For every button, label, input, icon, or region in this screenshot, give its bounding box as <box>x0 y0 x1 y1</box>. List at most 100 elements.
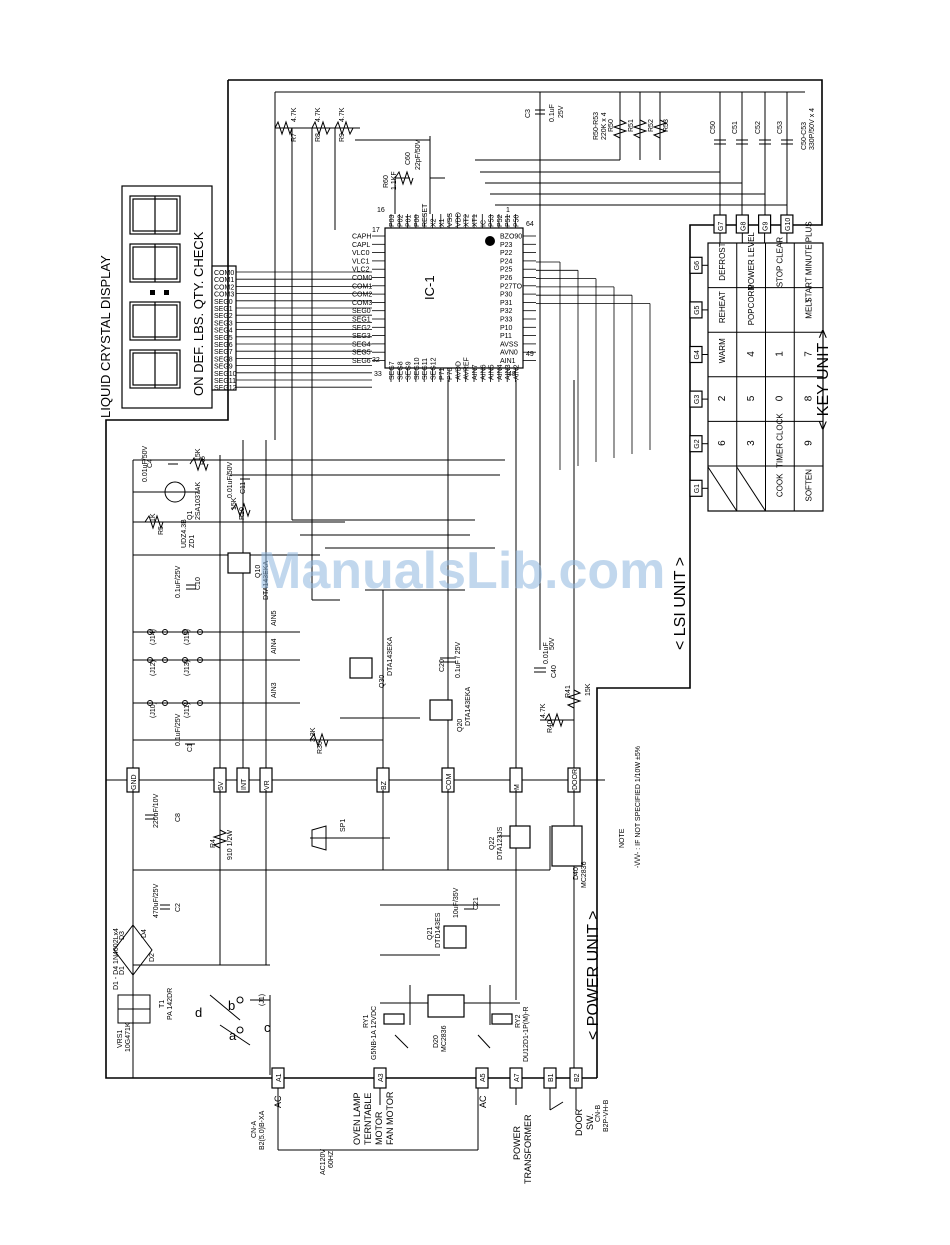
key-start-minute-plus[interactable]: START MINUTE PLUS <box>804 221 813 302</box>
ry1-value: G5NB-1A 12VDC <box>371 1006 378 1060</box>
q1-symbol <box>164 481 186 503</box>
bus-label: VR <box>264 780 271 790</box>
q21-symbol <box>443 925 467 949</box>
r6-value: 15K <box>195 448 202 461</box>
watermark: ManualsLib.com <box>258 542 665 600</box>
ic-bottom-pin: SEG11 <box>422 358 429 380</box>
key-9[interactable]: 9 <box>803 440 814 446</box>
ry2-coil <box>491 1013 513 1025</box>
key-5[interactable]: 5 <box>746 395 757 401</box>
sw-label: SW. <box>585 1113 595 1130</box>
ic-top-pin: RESET <box>422 203 429 227</box>
row-tap-label: G4 <box>694 350 701 359</box>
ic-left-pin: SEG6 <box>352 358 371 365</box>
ic-top-pin: VSS <box>447 213 454 227</box>
key-melt[interactable]: MELT <box>804 298 813 319</box>
switch-c-label: c <box>264 1020 271 1035</box>
key-power-level[interactable]: POWER LEVEL <box>747 232 756 290</box>
ic-top-pin: P51 <box>505 214 512 227</box>
ic-top-pin: IC <box>480 220 487 227</box>
key-soften[interactable]: SOFTEN <box>804 469 813 502</box>
bus-label: GND <box>131 774 138 790</box>
c40-label: C40 <box>551 665 558 678</box>
q30-label: Q30 <box>379 675 386 688</box>
vrs1-label: VRS1 <box>117 1030 124 1048</box>
bus-pin-int <box>236 767 250 793</box>
ic-left-pin: SEG4 <box>352 341 371 348</box>
key-2[interactable]: 2 <box>717 395 728 401</box>
bus-label: M <box>514 784 521 790</box>
ic-top-pin: P00 <box>414 214 421 227</box>
key-stop-clear[interactable]: STOP CLEAR <box>776 237 785 288</box>
q20-symbol <box>429 699 453 721</box>
lcd-frame <box>121 185 213 409</box>
key-defrost[interactable]: DEFROST <box>718 242 727 280</box>
ic-pin-1: 1 <box>506 207 510 214</box>
lcd-pin-seg7: SEG7 <box>214 349 233 356</box>
ic-top-pin: P01 <box>406 214 413 227</box>
ic-left-pin: SEG0 <box>352 308 371 315</box>
cna-value: B2(5.0)B-XA <box>259 1110 266 1150</box>
c3-value: 0.1uF <box>549 104 556 122</box>
note-text: -\/\/\/- : IF NOT SPECIFIED 1/10W ±5% <box>635 746 642 868</box>
ic-left-pin: CAPL <box>352 242 370 249</box>
ic-label: IC-1 <box>422 275 437 300</box>
b2-pin-label: B2 <box>574 1073 581 1082</box>
key-popcorn[interactable]: POPCORN <box>747 285 756 326</box>
q10-symbol <box>227 552 251 574</box>
key-warm[interactable]: WARM <box>718 338 727 363</box>
key-0[interactable]: 0 <box>775 395 786 401</box>
q1-label: Q1 <box>187 511 194 520</box>
ic-right-pin: AVN0 <box>500 350 518 357</box>
lcd-pin-com1: COM1 <box>214 277 234 284</box>
col-tap-label: G7 <box>718 222 725 231</box>
c4-label: C4 <box>147 459 154 468</box>
key-8[interactable]: 8 <box>803 395 814 401</box>
d2-label: D2 <box>149 953 156 962</box>
j15-label: (J15) <box>184 629 191 645</box>
key-1[interactable]: 1 <box>775 351 786 357</box>
ic-top-pin: X2 <box>431 218 438 227</box>
ic-pin-33: 33 <box>374 371 382 378</box>
r9-value: 4.7K <box>339 107 346 122</box>
sp1-label: SP1 <box>340 819 347 832</box>
power-label: POWER <box>512 1125 522 1160</box>
q21-value: DTD143ES <box>435 912 442 948</box>
c4-value: 0.01uF/50V <box>142 445 149 482</box>
ic-left-pin: SEG2 <box>352 325 371 332</box>
r60-label: R60 <box>383 175 390 188</box>
key-7[interactable]: 7 <box>803 351 814 357</box>
t1-value: PA 142DR <box>167 988 174 1020</box>
note-title: NOTE <box>619 828 626 848</box>
ain4-label: AIN4 <box>271 638 278 654</box>
ic-right-pin: AIN1 <box>500 358 516 365</box>
ic-left-pin: CAPH <box>352 234 371 241</box>
r5-label: R5 <box>158 526 165 535</box>
ic-bottom-pin: SEG9 <box>406 361 413 380</box>
d20-symbol <box>427 994 465 1018</box>
c3-label: C3 <box>525 109 532 118</box>
q22-symbol <box>509 825 531 849</box>
r4-value: 910 1/2W <box>227 830 234 860</box>
key-6[interactable]: 6 <box>717 440 728 446</box>
key-4[interactable]: 4 <box>746 351 757 357</box>
key-reheat[interactable]: REHEAT <box>718 291 727 323</box>
ic-right-pin: P25 <box>500 267 513 274</box>
ic-bottom-pin: P70 <box>447 367 454 380</box>
key-timer-clock[interactable]: TIMER CLOCK <box>776 413 785 468</box>
transformer-label: TRANSFORMER <box>523 1114 533 1184</box>
ry2-label: RY2 <box>515 1014 522 1028</box>
ic-bottom-pin: SEG8 <box>397 361 404 380</box>
key-cook[interactable]: COOK <box>776 473 785 497</box>
lcd-pin-seg1: SEG1 <box>214 306 233 313</box>
q30-value: DTA143EKA <box>387 637 394 676</box>
key-3[interactable]: 3 <box>746 440 757 446</box>
r40-value: 4.7K <box>540 703 547 718</box>
cnb-value: B2P-VH-B <box>603 1099 610 1132</box>
lcd-pin-seg12: SEG12 <box>214 385 237 392</box>
c10-label: C10 <box>195 577 202 590</box>
ic-left-pin: SEG1 <box>352 317 371 324</box>
b1-pin-label: B1 <box>548 1073 555 1082</box>
key-unit-label: < KEY UNIT > <box>815 329 832 430</box>
